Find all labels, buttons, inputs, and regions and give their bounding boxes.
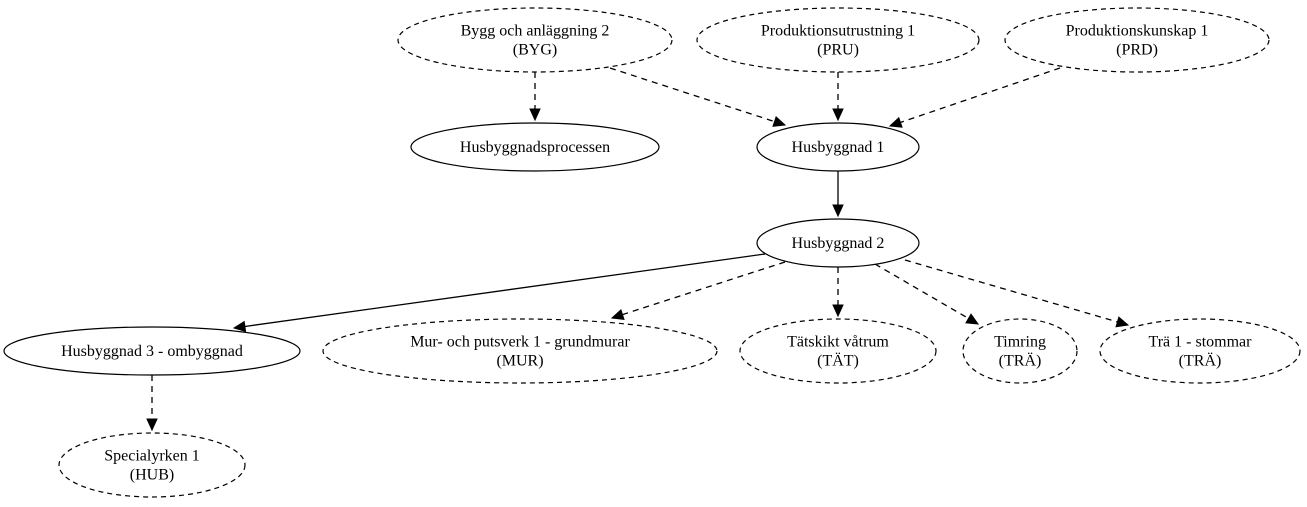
node-code: (PRD) <box>1116 42 1158 59</box>
node-mur-och-putsverk-1-grundmurar: Mur- och putsverk 1 - grundmurar (MUR) <box>322 318 718 384</box>
arrowhead-icon <box>1115 316 1130 328</box>
node-title: Husbyggnadsprocessen <box>460 139 610 156</box>
node-code: (TRÄ) <box>999 352 1042 370</box>
node-ellipse <box>696 7 980 73</box>
node-code: (BYG) <box>513 42 557 59</box>
edge-prd1-to-hb1 <box>888 67 1061 128</box>
node-ellipse <box>322 318 718 384</box>
edge-byg2-to-hbproc <box>529 72 541 122</box>
edge-line <box>874 263 969 320</box>
node-title: Produktionsutrustning 1 <box>761 23 915 40</box>
node-husbyggnad-1: Husbyggnad 1 <box>756 122 920 172</box>
edge-line <box>900 67 1061 124</box>
node-ellipse <box>3 326 301 376</box>
edge-hb2-to-tat <box>832 267 844 318</box>
arrowhead-icon <box>832 108 844 122</box>
node-produktionskunskap-1: Produktionskunskap 1 (PRD) <box>1004 7 1270 73</box>
node-title: Husbyggnad 1 <box>792 139 885 156</box>
node-produktionsutrustning-1: Produktionsutrustning 1 (PRU) <box>696 7 980 73</box>
arrowhead-icon <box>529 108 541 122</box>
arrowhead-icon <box>232 320 247 333</box>
edge-line <box>904 259 1118 323</box>
node-title: Husbyggnad 3 - ombyggnad <box>61 343 243 360</box>
edge-line <box>244 253 766 328</box>
edge-pru1-to-hb1 <box>832 72 844 122</box>
node-ellipse <box>756 122 920 172</box>
node-tra-1-stommar: Trä 1 - stommar(TRÄ) <box>1099 318 1301 384</box>
node-husbyggnad-3-ombyggnad: Husbyggnad 3 - ombyggnad <box>3 326 301 376</box>
node-specialyrken-1: Specialyrken 1 (HUB) <box>58 432 246 498</box>
node-title: Bygg och anläggning 2 <box>461 23 610 40</box>
node-ellipse <box>739 318 937 384</box>
node-title: Mur- och putsverk 1 - grundmurar <box>410 334 630 351</box>
node-ellipse <box>58 432 246 498</box>
node-ellipse <box>756 218 920 268</box>
nodes-layer: Bygg och anläggning 2 (BYG) Produktionsutr… <box>3 7 1301 498</box>
edge-hb2-to-hb3 <box>232 253 766 333</box>
node-title: Produktionskunskap 1 <box>1066 23 1209 40</box>
edge-hb1-to-hb2 <box>832 171 844 218</box>
node-code: (HUB) <box>130 467 174 484</box>
node-bygg-och-anlaggning-2: Bygg och anläggning 2 (BYG) <box>397 7 673 73</box>
node-title: Tätskikt våtrum <box>787 334 889 351</box>
node-title: Trä 1 - stommar <box>1149 334 1253 351</box>
node-timring: Timring(TRÄ) <box>962 318 1078 384</box>
node-ellipse <box>1004 7 1270 73</box>
node-code: (TRÄ) <box>1179 352 1222 370</box>
arrowhead-icon <box>832 304 844 318</box>
edge-hb2-to-tra1 <box>904 259 1130 328</box>
node-husbyggnadsprocessen: Husbyggnadsprocessen <box>410 122 660 172</box>
edge-hb2-to-mur1 <box>610 261 786 320</box>
edge-hb3-to-spec1 <box>146 375 158 432</box>
node-code: (TÄT) <box>817 352 859 370</box>
edge-line <box>609 67 775 123</box>
edge-byg2-to-hb1 <box>609 67 787 127</box>
node-ellipse <box>962 318 1078 384</box>
arrowhead-icon <box>772 115 787 127</box>
node-ellipse <box>397 7 673 73</box>
arrowhead-icon <box>965 313 980 325</box>
node-ellipse <box>1099 318 1301 384</box>
node-title: Specialyrken 1 <box>104 448 200 465</box>
node-code: (PRU) <box>817 42 859 59</box>
arrowhead-icon <box>888 116 903 128</box>
edge-hb2-to-timring <box>874 263 980 325</box>
node-code: (MUR) <box>496 353 543 370</box>
edges-layer <box>146 67 1130 432</box>
node-tatskikt-vatrum: Tätskikt våtrum(TÄT) <box>739 318 937 384</box>
node-ellipse <box>410 122 660 172</box>
arrowhead-icon <box>146 418 158 432</box>
arrowhead-icon <box>832 204 844 218</box>
arrowhead-icon <box>610 308 625 320</box>
node-title: Husbyggnad 2 <box>792 235 885 252</box>
node-husbyggnad-2: Husbyggnad 2 <box>756 218 920 268</box>
node-title: Timring <box>994 334 1046 351</box>
